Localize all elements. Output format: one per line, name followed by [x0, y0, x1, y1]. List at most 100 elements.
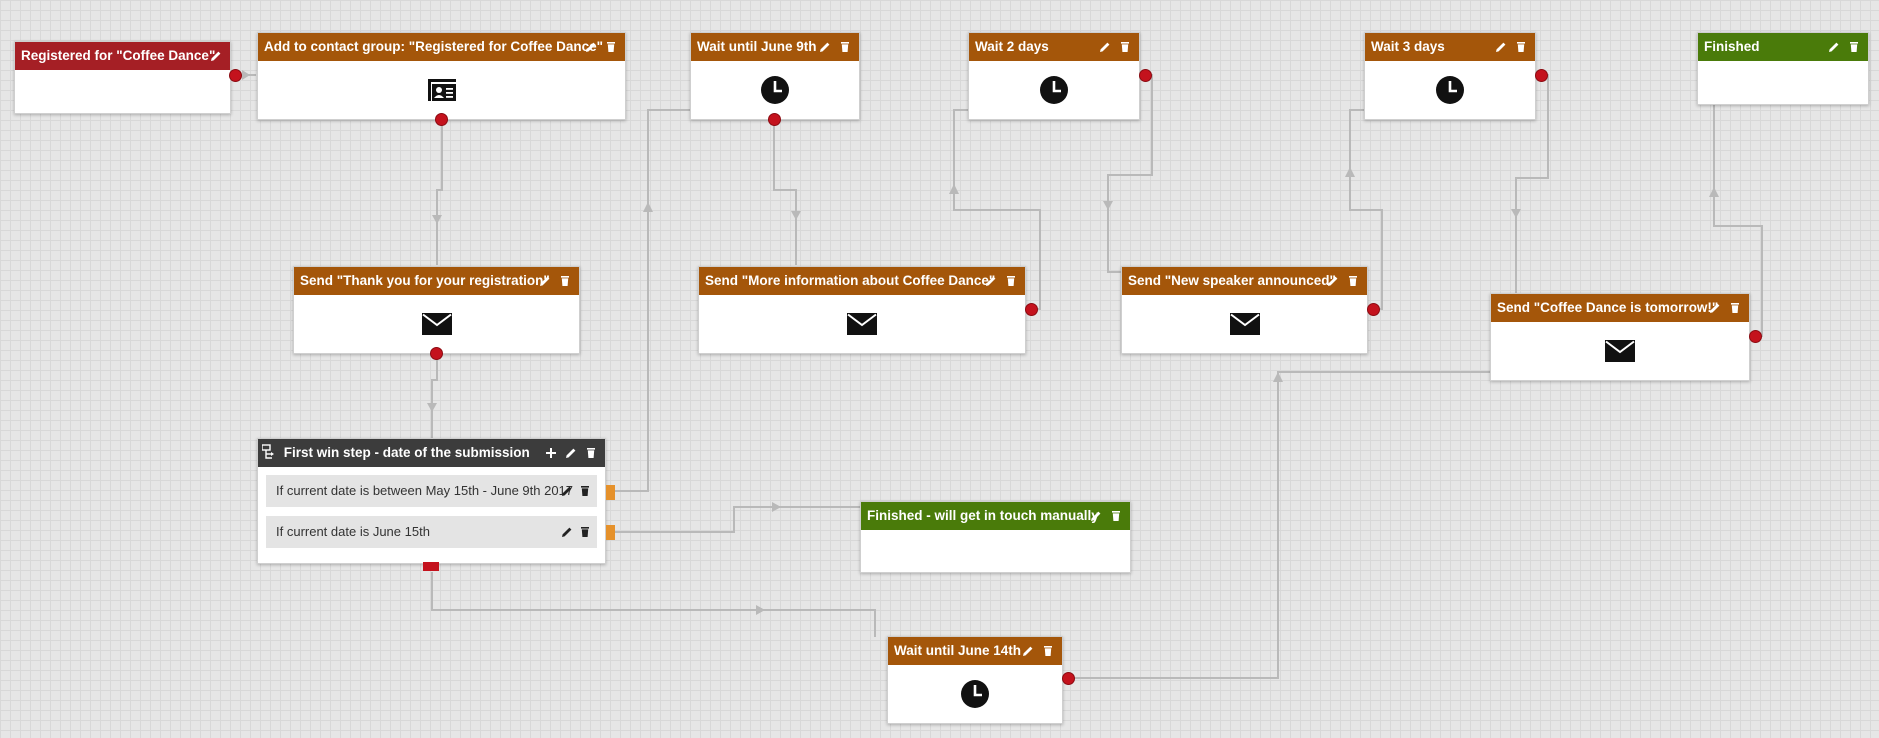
node-header: Registered for "Coffee Dance": [15, 42, 230, 70]
condition-label: If current date is June 15th: [276, 524, 430, 539]
edit-icon[interactable]: [585, 41, 597, 53]
edit-icon[interactable]: [1099, 41, 1111, 53]
node-body: [888, 665, 1062, 723]
node-header: First win step - date of the submission: [258, 439, 605, 467]
node-body: [258, 61, 625, 119]
node-wait-june-9[interactable]: Wait until June 9th: [690, 32, 860, 126]
arrowhead: [949, 184, 959, 194]
add-icon[interactable]: [545, 447, 557, 459]
node-title: Wait until June 14th: [894, 643, 1022, 658]
node-header: Send "More information about Coffee Danc…: [699, 267, 1025, 295]
delete-icon[interactable]: [1005, 275, 1017, 287]
edit-icon[interactable]: [819, 41, 831, 53]
node-condition[interactable]: First win step - date of the submission …: [257, 438, 615, 571]
node-title: Send "Thank you for your registration": [300, 273, 550, 288]
node-wait-3-days[interactable]: Wait 3 days: [1364, 32, 1548, 120]
connector: [431, 354, 438, 440]
node-send-new-speaker[interactable]: Send "New speaker announced": [1121, 266, 1380, 354]
arrowhead: [1273, 372, 1283, 382]
delete-icon[interactable]: [839, 41, 851, 53]
output-port[interactable]: [1367, 303, 1380, 316]
node-header: Add to contact group: "Registered for Co…: [258, 33, 625, 61]
node-wait-june-14[interactable]: Wait until June 14th: [887, 636, 1075, 724]
node-body: [1365, 61, 1535, 119]
delete-icon[interactable]: [579, 485, 591, 497]
node-title: Registered for "Coffee Dance": [21, 48, 216, 63]
output-port[interactable]: [1025, 303, 1038, 316]
node-header: Wait until June 14th: [888, 637, 1062, 665]
output-port[interactable]: [1749, 330, 1762, 343]
envelope-icon: [847, 313, 877, 335]
arrowhead: [756, 605, 765, 615]
edit-icon[interactable]: [1828, 41, 1840, 53]
node-send-tomorrow[interactable]: Send "Coffee Dance is tomorrow!": [1490, 293, 1762, 381]
output-port[interactable]: [229, 69, 242, 82]
edit-icon[interactable]: [539, 275, 551, 287]
node-send-thank-you[interactable]: Send "Thank you for your registration": [293, 266, 580, 360]
contact-card-icon: [427, 79, 456, 101]
arrowhead: [791, 211, 801, 220]
delete-icon[interactable]: [1347, 275, 1359, 287]
edit-icon[interactable]: [561, 485, 573, 497]
edit-icon[interactable]: [561, 526, 573, 538]
node-wait-2-days[interactable]: Wait 2 days: [968, 32, 1152, 120]
node-finished[interactable]: Finished: [1697, 32, 1869, 105]
node-body: [1491, 322, 1749, 380]
arrowhead: [1345, 167, 1355, 177]
condition-row[interactable]: If current date is between May 15th - Ju…: [266, 475, 597, 507]
arrowhead: [432, 215, 442, 224]
delete-icon[interactable]: [1848, 41, 1860, 53]
node-finished-manual[interactable]: Finished - will get in touch manually: [860, 501, 1131, 573]
output-port[interactable]: [768, 113, 781, 126]
output-port[interactable]: [423, 562, 439, 571]
node-title: Wait 3 days: [1371, 39, 1445, 54]
node-title: Send "More information about Coffee Danc…: [705, 273, 996, 288]
output-port[interactable]: [1062, 672, 1075, 685]
node-body: [969, 61, 1139, 119]
delete-icon[interactable]: [1110, 510, 1122, 522]
arrowhead: [643, 202, 653, 212]
node-title: Wait until June 9th: [697, 39, 817, 54]
delete-icon[interactable]: [1042, 645, 1054, 657]
delete-icon[interactable]: [1729, 302, 1741, 314]
edit-icon[interactable]: [1495, 41, 1507, 53]
connector: [953, 109, 1041, 310]
envelope-icon: [1229, 313, 1260, 335]
connector: [773, 120, 797, 265]
delete-icon[interactable]: [579, 526, 591, 538]
node-body: [294, 295, 579, 353]
condition-row[interactable]: If current date is June 15th: [266, 516, 597, 548]
delete-icon[interactable]: [1515, 41, 1527, 53]
output-port[interactable]: [435, 113, 448, 126]
node-title: First win step - date of the submission: [283, 445, 530, 460]
edit-icon[interactable]: [1090, 510, 1102, 522]
arrowhead: [427, 403, 437, 412]
delete-icon[interactable]: [605, 41, 617, 53]
clock-icon: [761, 76, 789, 104]
edit-icon[interactable]: [210, 50, 222, 62]
edit-icon[interactable]: [1709, 302, 1721, 314]
output-port[interactable]: [606, 525, 615, 540]
output-port[interactable]: [1139, 69, 1152, 82]
node-registered[interactable]: Registered for "Coffee Dance": [14, 41, 242, 114]
connector: [612, 109, 690, 492]
output-port[interactable]: [430, 347, 443, 360]
connector: [1349, 109, 1383, 310]
node-title: Send "New speaker announced": [1128, 273, 1336, 288]
node-title: Finished: [1704, 39, 1760, 54]
delete-icon[interactable]: [585, 447, 597, 459]
output-port[interactable]: [1535, 69, 1548, 82]
node-add-contact-group[interactable]: Add to contact group: "Registered for Co…: [257, 32, 626, 126]
clock-icon: [1040, 76, 1068, 104]
node-header: Wait until June 9th: [691, 33, 859, 61]
edit-icon[interactable]: [985, 275, 997, 287]
edit-icon[interactable]: [1022, 645, 1034, 657]
edit-icon[interactable]: [565, 447, 577, 459]
delete-icon[interactable]: [559, 275, 571, 287]
envelope-icon: [421, 313, 452, 335]
delete-icon[interactable]: [1119, 41, 1131, 53]
edit-icon[interactable]: [1327, 275, 1339, 287]
node-send-more-info[interactable]: Send "More information about Coffee Danc…: [698, 266, 1038, 354]
node-body: [1122, 295, 1367, 353]
output-port[interactable]: [606, 485, 615, 500]
